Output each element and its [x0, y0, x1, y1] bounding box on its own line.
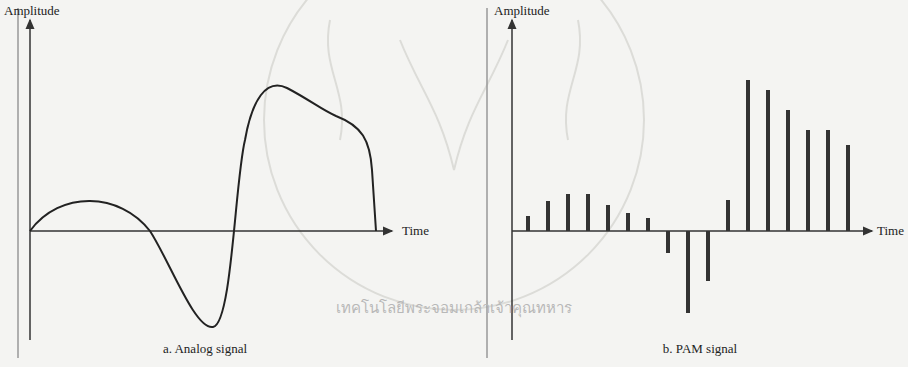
caption-label: a. Analog signal: [163, 342, 247, 356]
x-axis: [30, 230, 392, 232]
axis-label: Amplitude: [4, 4, 60, 18]
analog-waveform: [30, 86, 376, 327]
pam-samples: [526, 80, 850, 313]
axis-label: Time: [877, 224, 904, 238]
y-axis: [29, 20, 31, 340]
caption-label: b. PAM signal: [663, 342, 737, 356]
axis-label: Amplitude: [494, 4, 550, 18]
axis-label: Time: [402, 224, 429, 238]
y-axis: [511, 20, 513, 340]
watermark-text: เทคโนโลยีพระจอมเกล้าเจ้าคุณทหาร: [336, 300, 572, 317]
panel-border: [17, 8, 19, 358]
watermark-seal: [264, 0, 644, 310]
